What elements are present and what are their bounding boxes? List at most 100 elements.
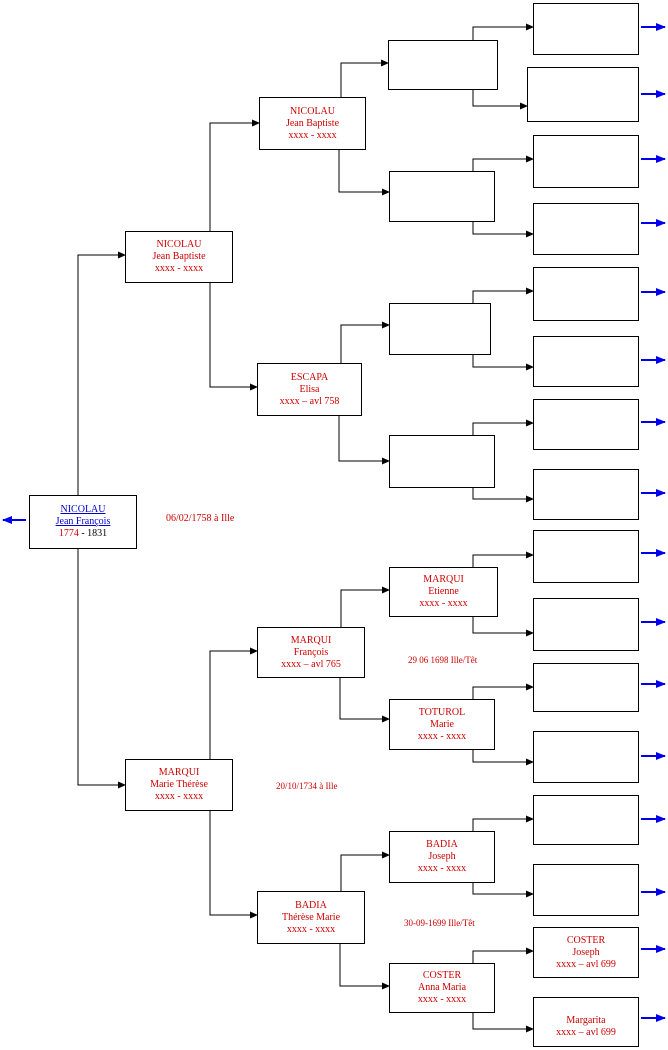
person-paternal-grandfather[interactable]: NICOLAU Jean Baptiste xxxx - xxxx bbox=[259, 97, 366, 150]
person-toturol-marie[interactable]: TOTUROL Marie xxxx - xxxx bbox=[389, 699, 495, 750]
connector-line bbox=[472, 683, 534, 699]
given-name: Elisa bbox=[299, 383, 320, 395]
connector-line bbox=[338, 150, 390, 196]
connector-line bbox=[472, 750, 534, 766]
connector-line bbox=[472, 488, 534, 503]
person-empty-g4-9[interactable] bbox=[533, 530, 639, 583]
given-name: Marie bbox=[430, 718, 454, 730]
dates: xxxx - xxxx bbox=[417, 863, 467, 874]
person-empty-g4-11[interactable] bbox=[533, 663, 639, 712]
person-empty-g4-10[interactable] bbox=[533, 598, 639, 651]
person-empty-g3-3[interactable] bbox=[389, 303, 491, 355]
person-empty-g4-7[interactable] bbox=[533, 399, 639, 450]
father-dates: xxxx - xxxx bbox=[154, 263, 204, 274]
person-maternal-grandmother[interactable]: BADIA Thérèse Marie xxxx - xxxx bbox=[257, 891, 365, 944]
person-badia-joseph[interactable]: BADIA Joseph xxxx - xxxx bbox=[389, 831, 495, 883]
surname: BADIA bbox=[295, 899, 327, 911]
mother-given: Marie Thérèse bbox=[150, 779, 208, 790]
connector-line bbox=[77, 549, 126, 789]
connector-line bbox=[472, 155, 534, 171]
connector-line bbox=[472, 815, 534, 831]
person-empty-g4-5[interactable] bbox=[533, 267, 639, 321]
mother-dates: xxxx - xxxx bbox=[154, 791, 204, 802]
person-coster-anna-maria[interactable]: COSTER Anna Maria xxxx - xxxx bbox=[389, 963, 495, 1013]
connector-line bbox=[340, 851, 390, 891]
connector-line bbox=[472, 1013, 534, 1033]
person-empty-g4-3[interactable] bbox=[533, 135, 639, 188]
dates: xxxx – avl 758 bbox=[279, 395, 340, 407]
dates: xxxx – avl 699 bbox=[556, 958, 616, 970]
person-empty-g4-2[interactable] bbox=[527, 67, 639, 122]
given-name: Etienne bbox=[428, 586, 459, 597]
surname: NICOLAU bbox=[290, 105, 335, 117]
person-mother[interactable]: MARQUI Marie Thérèse xxxx - xxxx bbox=[125, 759, 233, 811]
person-empty-g3-4[interactable] bbox=[389, 435, 495, 488]
connector-line bbox=[472, 419, 534, 435]
connector-line bbox=[209, 283, 258, 391]
person-empty-g4-12[interactable] bbox=[533, 731, 639, 783]
connector-line bbox=[209, 647, 258, 759]
person-empty-g4-8[interactable] bbox=[533, 469, 639, 520]
person-empty-g4-13[interactable] bbox=[533, 795, 639, 845]
connector-line bbox=[472, 355, 534, 371]
person-empty-g4-14[interactable] bbox=[533, 864, 639, 916]
given-name: Jean Baptiste bbox=[285, 117, 340, 129]
dates: xxxx - xxxx bbox=[419, 598, 468, 609]
dates: xxxx - xxxx bbox=[288, 129, 337, 141]
mother-surname: MARQUI bbox=[158, 767, 200, 778]
root-given-link[interactable]: Jean François bbox=[55, 516, 111, 527]
connector-line bbox=[472, 617, 534, 637]
given-name: François bbox=[293, 646, 329, 658]
root-dates: 1774 - 1831 bbox=[58, 528, 108, 539]
dates: xxxx – avl 765 bbox=[281, 658, 341, 670]
dates: xxxx – avl 699 bbox=[556, 1027, 616, 1038]
person-empty-g4-1[interactable] bbox=[533, 3, 639, 55]
connector-line bbox=[472, 222, 534, 238]
marriage-note-badia: 30-09-1699 Ille/Têt bbox=[404, 918, 475, 928]
person-empty-g3-2[interactable] bbox=[389, 171, 495, 222]
surname: MARQUI bbox=[423, 574, 464, 585]
connector-line bbox=[339, 678, 390, 723]
root-surname-link[interactable]: NICOLAU bbox=[60, 504, 106, 515]
surname: COSTER bbox=[422, 970, 462, 981]
given-name: Joseph bbox=[572, 946, 600, 958]
connector-line bbox=[472, 287, 534, 303]
father-surname: NICOLAU bbox=[156, 239, 202, 250]
marriage-note-parents: 06/02/1758 à Ille bbox=[166, 513, 235, 524]
connector-line bbox=[338, 416, 390, 465]
connector-line bbox=[340, 586, 390, 627]
person-empty-g4-6[interactable] bbox=[533, 336, 639, 387]
connector-line bbox=[209, 119, 260, 231]
connector-line bbox=[472, 90, 528, 110]
person-father[interactable]: NICOLAU Jean Baptiste xxxx - xxxx bbox=[125, 231, 233, 283]
person-paternal-grandmother[interactable]: ESCAPA Elisa xxxx – avl 758 bbox=[257, 363, 362, 416]
person-maternal-grandfather[interactable]: MARQUI François xxxx – avl 765 bbox=[257, 627, 365, 678]
connector-line bbox=[339, 944, 390, 990]
person-margarita[interactable]: Margarita xxxx – avl 699 bbox=[533, 997, 639, 1047]
connector-line bbox=[472, 23, 534, 40]
surname: ESCAPA bbox=[290, 371, 329, 383]
given-name: Margarita bbox=[566, 1015, 606, 1026]
surname: BADIA bbox=[426, 839, 458, 850]
connector-line bbox=[340, 321, 390, 363]
given-name: Joseph bbox=[428, 851, 456, 862]
connector-line bbox=[77, 251, 126, 495]
connector-line bbox=[472, 551, 534, 567]
person-empty-g4-4[interactable] bbox=[533, 203, 639, 255]
surname: MARQUI bbox=[290, 634, 332, 646]
father-given: Jean Baptiste bbox=[152, 251, 206, 262]
person-coster-joseph[interactable]: COSTER Joseph xxxx – avl 699 bbox=[533, 927, 639, 978]
marriage-note-maternal-grandparents: 20/10/1734 à Ille bbox=[276, 781, 338, 791]
dates: xxxx - xxxx bbox=[417, 994, 467, 1005]
dates: xxxx - xxxx bbox=[286, 923, 336, 935]
dates: xxxx - xxxx bbox=[417, 730, 467, 742]
marriage-note-marqui: 29 06 1698 Ille/Têt bbox=[408, 655, 478, 665]
given-name: Anna Maria bbox=[417, 982, 467, 993]
connector-line bbox=[472, 883, 534, 898]
connector-line bbox=[472, 947, 534, 963]
person-empty-g3-1[interactable] bbox=[388, 40, 498, 90]
surname: TOTUROL bbox=[418, 706, 466, 718]
person-marqui-etienne[interactable]: MARQUI Etienne xxxx - xxxx bbox=[389, 567, 498, 617]
person-root[interactable]: NICOLAU Jean François 1774 - 1831 bbox=[29, 495, 137, 549]
